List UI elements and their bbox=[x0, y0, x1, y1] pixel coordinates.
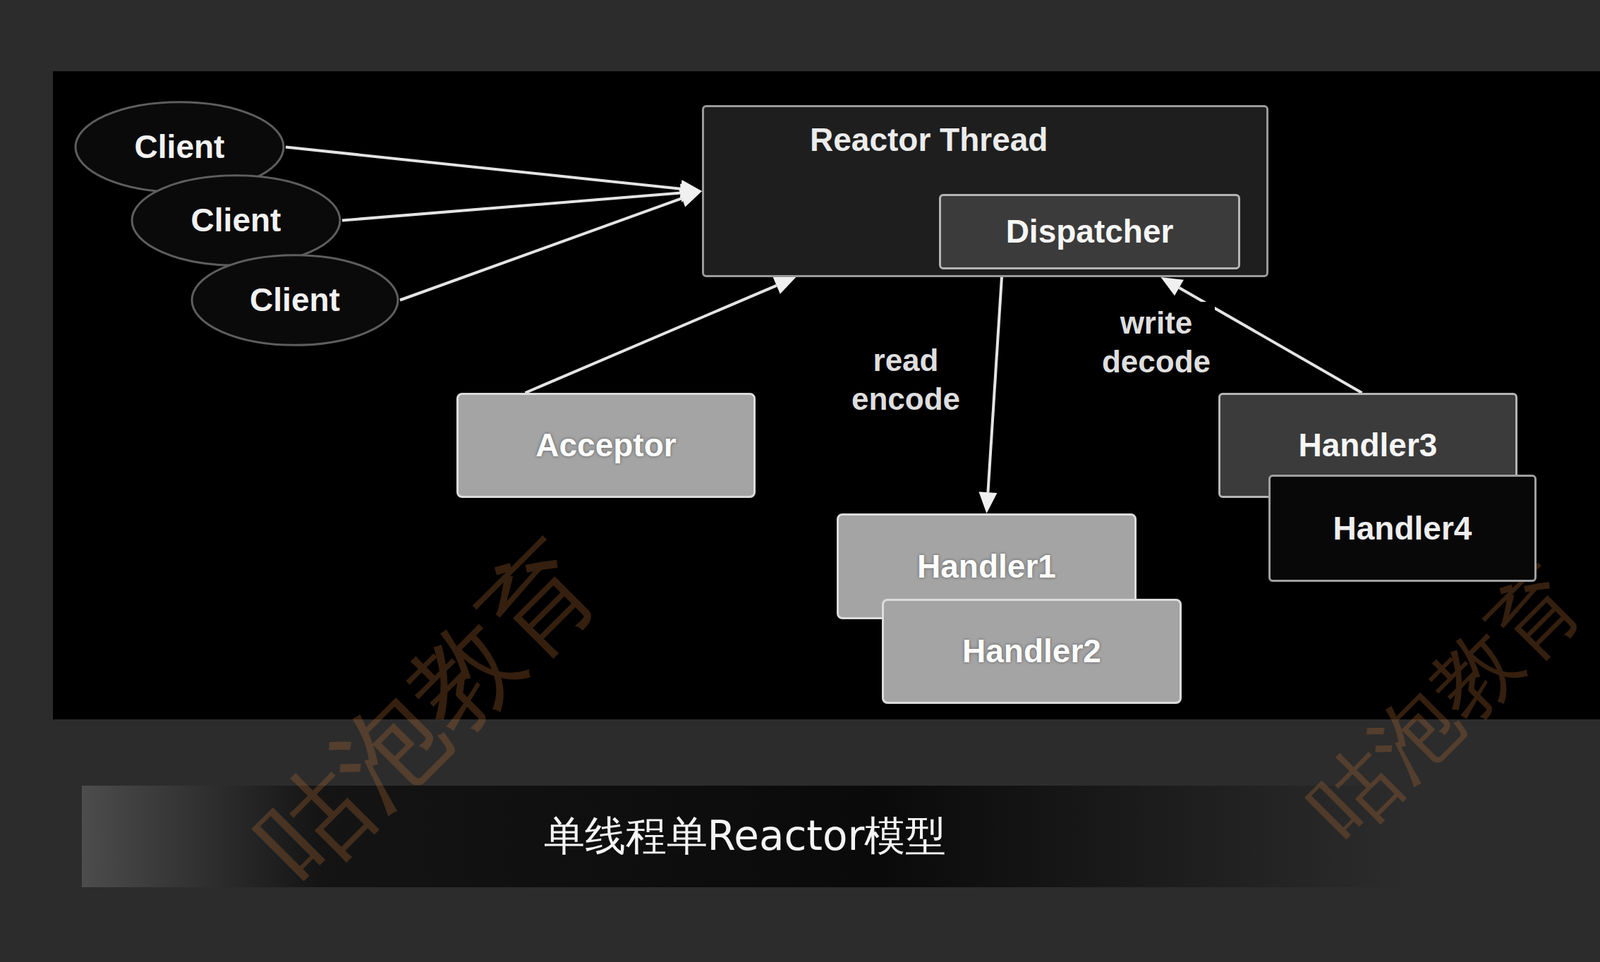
arrow-head bbox=[1160, 277, 1184, 296]
node-label: Handler3 bbox=[1298, 426, 1438, 465]
connector bbox=[400, 198, 683, 300]
connector-line bbox=[285, 147, 681, 190]
node-label: Dispatcher bbox=[1005, 213, 1174, 251]
node-label: Client bbox=[191, 201, 282, 240]
connector bbox=[285, 147, 681, 190]
arrow-head bbox=[773, 277, 797, 295]
node-label: Handler2 bbox=[962, 632, 1102, 671]
caption: 单线程单Reactor模型 bbox=[543, 809, 947, 865]
node-label: Handler4 bbox=[1333, 510, 1473, 548]
process-box: Handler4 bbox=[1268, 474, 1537, 583]
node-label: Handler1 bbox=[917, 548, 1057, 586]
process-box: Dispatcher bbox=[938, 194, 1241, 270]
node-label: Client bbox=[134, 128, 226, 166]
node-label: Acceptor bbox=[535, 426, 676, 465]
edge-label: read encode bbox=[847, 339, 965, 420]
arrow-head bbox=[978, 491, 997, 514]
client-ellipse: Client bbox=[189, 253, 400, 348]
node-label: Reactor Thread bbox=[809, 121, 1048, 159]
connector-line bbox=[987, 269, 1002, 493]
connector-line bbox=[400, 198, 683, 300]
process-box: Handler2 bbox=[881, 598, 1182, 705]
arrow-head bbox=[678, 189, 702, 207]
node-label: Client bbox=[249, 281, 341, 319]
reactor-box: Reactor ThreadDispatcher bbox=[701, 105, 1269, 278]
edge-label: write decode bbox=[1097, 301, 1215, 383]
connector-line bbox=[525, 285, 777, 393]
connector bbox=[987, 269, 1002, 493]
connector bbox=[525, 285, 777, 393]
client-ellipse: Client bbox=[129, 173, 343, 268]
process-box: Acceptor bbox=[456, 392, 756, 499]
